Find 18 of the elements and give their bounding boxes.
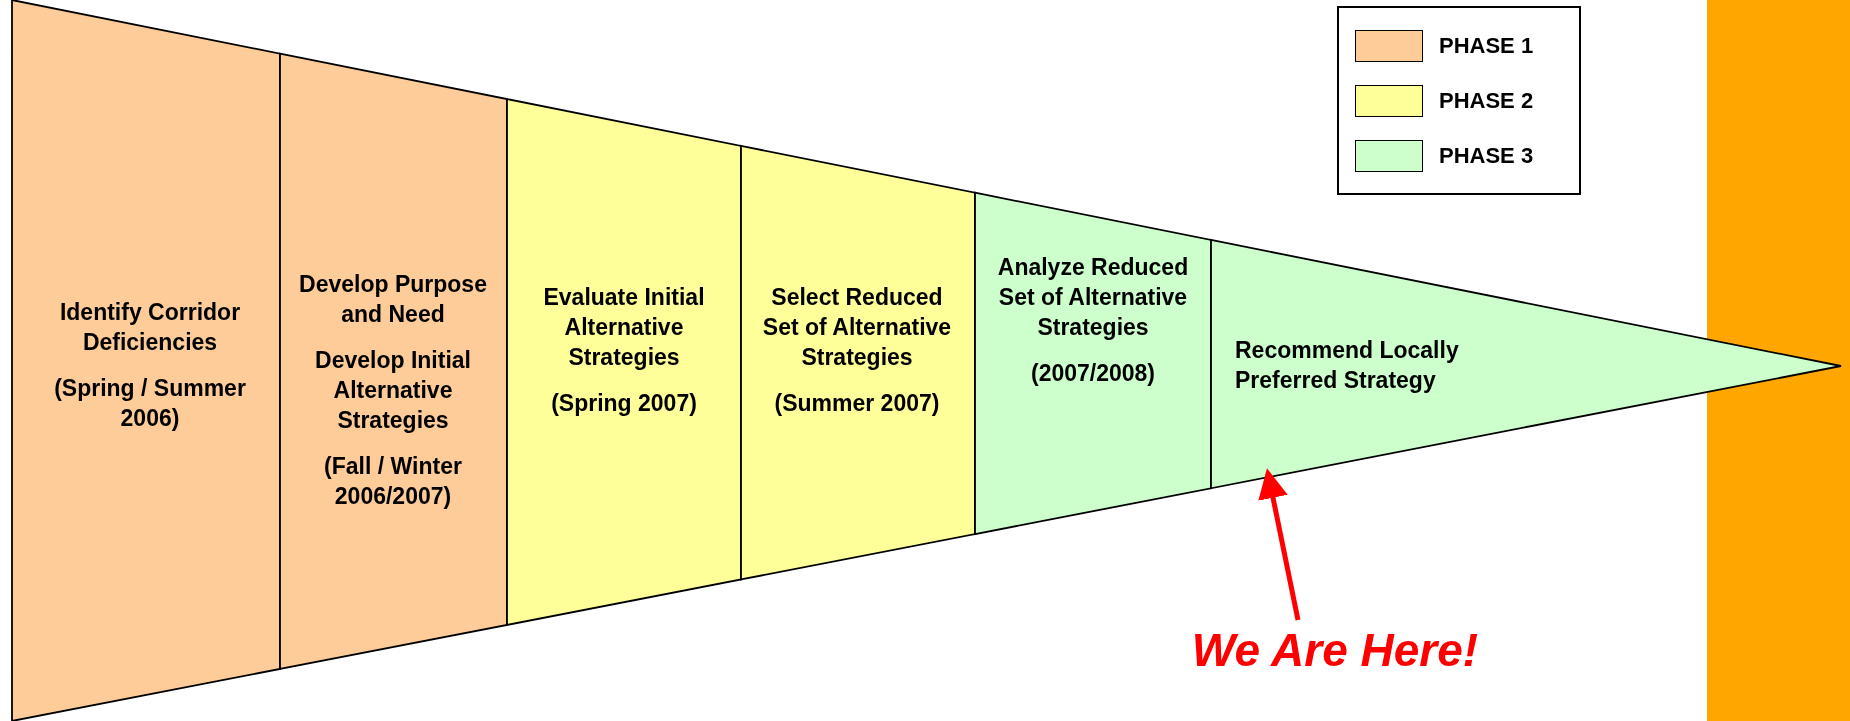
step-text: Identify Corridor Deficiencies bbox=[58, 298, 242, 357]
step-text: Develop Purpose and Need bbox=[298, 270, 488, 329]
date-text: (Fall / Winter 2006/2007) bbox=[323, 452, 463, 511]
date-text: (2007/2008) bbox=[1030, 359, 1155, 388]
arrow bbox=[1258, 468, 1301, 621]
legend-text: PHASE 2 bbox=[1439, 87, 1534, 115]
side-bar bbox=[1707, 0, 1850, 721]
date-text: (Spring / Summer 2006) bbox=[53, 374, 247, 433]
step-text: Select Reduced Set of Alternative Strategies bbox=[762, 283, 952, 372]
date-text: (Summer 2007) bbox=[774, 389, 940, 418]
legend-text: PHASE 1 bbox=[1439, 32, 1534, 60]
step-text: Analyze Reduced Set of Alternative Strategies bbox=[996, 253, 1190, 342]
date-text: (Spring 2007) bbox=[551, 389, 697, 418]
step-text: Develop Initial Alternative Strategies bbox=[314, 346, 472, 435]
legend-text: PHASE 3 bbox=[1439, 142, 1534, 170]
step-text: Evaluate Initial Alternative Strategies bbox=[542, 283, 706, 372]
step-text: Recommend Locally Preferred Strategy bbox=[1235, 336, 1460, 395]
callout-text: We Are Here! bbox=[1191, 627, 1479, 673]
